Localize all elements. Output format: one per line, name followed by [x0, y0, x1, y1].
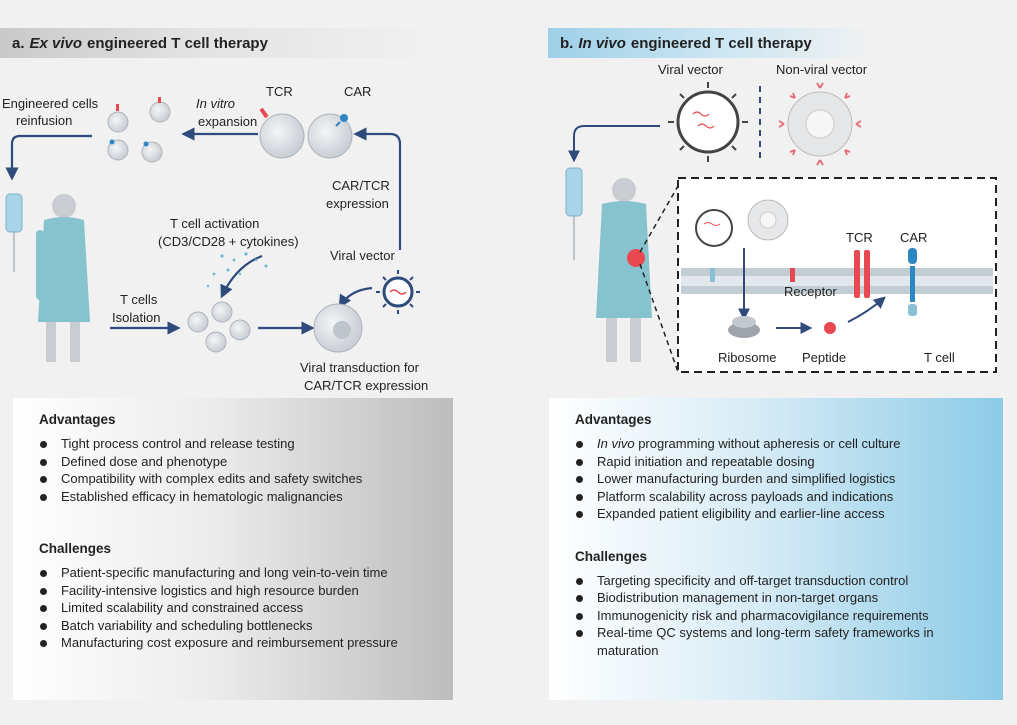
- list-item: Lower manufacturing burden and simplifie…: [575, 470, 983, 488]
- patient-b-icon: [596, 178, 652, 362]
- peptide-label: Peptide: [802, 350, 846, 365]
- panel-b-title-rest: engineered T cell therapy: [630, 34, 812, 52]
- non-viral-vector-icon: [778, 82, 862, 166]
- peptide-icon: [824, 322, 836, 334]
- inset-viral-vector-icon: [695, 209, 733, 247]
- car-cell-icon: [307, 113, 353, 159]
- panel-a-title-rest: engineered T cell therapy: [87, 34, 268, 52]
- receptor-label: Receptor: [784, 284, 837, 299]
- cell-membrane: [681, 268, 993, 294]
- viral-transduction-label: Viral transduction for: [300, 360, 420, 375]
- list-item: Expanded patient eligibility and earlier…: [575, 505, 983, 523]
- list-item: Facility-intensive logistics and high re…: [39, 582, 433, 600]
- cd3-cd28-label: (CD3/CD28 + cytokines): [158, 234, 299, 249]
- iv-bag-b-icon: [565, 167, 583, 260]
- viral-vector-large-icon: [668, 82, 748, 162]
- panel-b-advantages-heading: Advantages: [575, 412, 652, 427]
- iv-bag-icon: [5, 193, 23, 272]
- car-tcr-expression-label: CAR/TCR expression: [304, 378, 428, 393]
- list-item: Manufacturing cost exposure and reimburs…: [39, 634, 433, 652]
- ribosome-label: Ribosome: [718, 350, 777, 365]
- list-item: Established efficacy in hematologic mali…: [39, 488, 433, 506]
- car-receptor-icon: [908, 248, 917, 316]
- engineered-cells-icon: [107, 97, 171, 163]
- panel-b-title-italic: In vivo: [578, 34, 626, 52]
- tcr-receptor-icon: [854, 250, 870, 298]
- panel-a-challenges-list: Patient-specific manufacturing and long …: [39, 564, 433, 652]
- panel-a-summary: Advantages Tight process control and rel…: [13, 398, 453, 700]
- t-cell-label: T cell: [924, 350, 955, 365]
- panel-b-diagram: Viral vector Non-viral vector: [565, 62, 997, 373]
- reinfusion-label: reinfusion: [16, 113, 72, 128]
- t-cells-label: T cells: [120, 292, 158, 307]
- panel-a-challenges-heading: Challenges: [39, 541, 112, 556]
- list-item: Targeting specificity and off-target tra…: [575, 572, 975, 590]
- in-vivo-italic: In vivo: [597, 436, 635, 451]
- list-item: Compatibility with complex edits and saf…: [39, 470, 433, 488]
- tcr-cell-icon: [259, 107, 305, 159]
- car-label: CAR: [344, 84, 371, 99]
- in-vitro-label: In vitro: [196, 96, 235, 111]
- panel-b-challenges-heading: Challenges: [575, 548, 648, 564]
- viral-vector-b-label: Viral vector: [658, 62, 723, 77]
- list-item: In vivo programming without apheresis or…: [575, 435, 983, 453]
- panel-b-advantages-list: In vivo programming without apheresis or…: [575, 435, 983, 523]
- inset-non-viral-icon: [747, 199, 789, 241]
- panel-a-advantages-heading: Advantages: [39, 412, 116, 427]
- list-item: Rapid initiation and repeatable dosing: [575, 453, 983, 471]
- panel-a-prefix: a.: [12, 34, 25, 52]
- viral-vector-label: Viral vector: [330, 248, 395, 263]
- list-item: Tight process control and release testin…: [39, 435, 433, 453]
- car-tcr-label: CAR/TCR: [332, 178, 390, 193]
- cytokine-dots: [206, 252, 268, 288]
- list-item: Defined dose and phenotype: [39, 453, 433, 471]
- panel-b-title: b. In vivo engineered T cell therapy: [548, 28, 878, 58]
- panel-a-title: a. Ex vivo engineered T cell therapy: [0, 28, 450, 58]
- list-item: Biodistribution management in non-target…: [575, 589, 975, 607]
- transduced-cell-icon: [313, 303, 363, 353]
- tcr-label: TCR: [266, 84, 293, 99]
- list-item: Batch variability and scheduling bottlen…: [39, 617, 433, 635]
- tcr-b-label: TCR: [846, 230, 873, 245]
- car-b-label: CAR: [900, 230, 927, 245]
- list-item: Platform scalability across payloads and…: [575, 488, 983, 506]
- list-item: Immunogenicity risk and pharmacovigilanc…: [575, 607, 975, 625]
- engineered-cells-label: Engineered cells: [2, 96, 99, 111]
- list-item: Patient-specific manufacturing and long …: [39, 564, 433, 582]
- panel-a-diagram: Engineered cells reinfusion In vitro exp…: [2, 84, 428, 393]
- panel-b-prefix: b.: [560, 34, 574, 52]
- panel-b-summary: Advantages In vivo programming without a…: [549, 398, 1003, 700]
- advantage-first-rest: programming without apheresis or cell cu…: [634, 436, 901, 451]
- non-viral-vector-label: Non-viral vector: [776, 62, 868, 77]
- isolation-label: Isolation: [112, 310, 160, 325]
- expression-label: expression: [326, 196, 389, 211]
- patient-icon: [36, 194, 90, 362]
- list-item: Limited scalability and constrained acce…: [39, 599, 433, 617]
- panel-a-title-italic: Ex vivo: [29, 34, 83, 52]
- list-item: Real-time QC systems and long-term safet…: [575, 624, 975, 659]
- t-cells-icon: [187, 301, 251, 353]
- panel-b-challenges-list: Targeting specificity and off-target tra…: [575, 572, 975, 660]
- viral-vector-icon: [376, 270, 420, 314]
- expansion-label: expansion: [198, 114, 257, 129]
- ribosome-icon: [728, 316, 760, 338]
- panel-a-advantages-list: Tight process control and release testin…: [39, 435, 433, 505]
- t-cell-activation-label: T cell activation: [170, 216, 259, 231]
